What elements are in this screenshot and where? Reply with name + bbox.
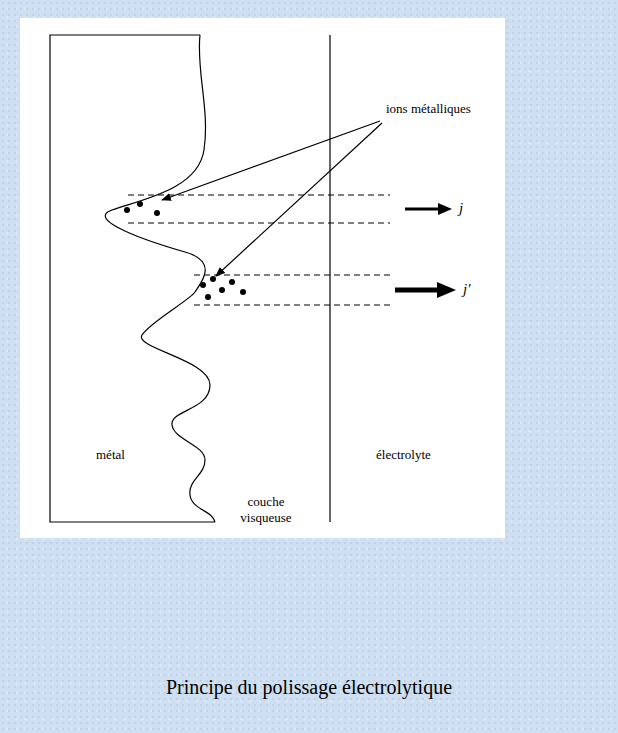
metal-ions: [124, 201, 246, 300]
current-density-label: j: [459, 199, 463, 217]
current-arrow-strong-head: [437, 282, 456, 298]
figure-caption: Principe du polissage électrolytique: [0, 676, 618, 699]
dashed-channels: [128, 195, 390, 305]
region-label: couche visqueuse: [226, 494, 306, 525]
callout-label: ions métalliques: [386, 101, 471, 117]
metal-outline: [50, 35, 215, 522]
leader-arrow: [162, 121, 380, 200]
current-arrow-strong: [395, 288, 440, 293]
white-panel: [20, 18, 505, 538]
current-arrow-head: [438, 203, 452, 215]
layer-boundary: [329, 35, 330, 522]
region-label: électrolyte: [376, 447, 431, 463]
region-label: métal: [96, 447, 125, 463]
current-arrow: [405, 208, 440, 211]
leader-arrow: [216, 123, 382, 276]
current-density-label: j': [463, 280, 470, 298]
